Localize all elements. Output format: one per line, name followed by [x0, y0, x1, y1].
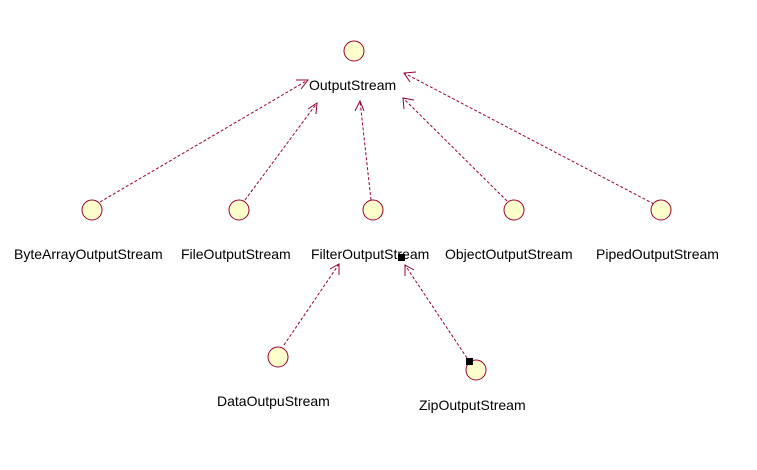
pipedoutputstream-interface-icon[interactable] [650, 199, 672, 221]
pipedoutputstream-label[interactable]: PipedOutputStream [596, 246, 719, 262]
edge-data-to-filteroutputstream [283, 263, 340, 346]
zipoutputstream-selection-handle[interactable] [466, 358, 473, 365]
dataoutpustream-interface-icon[interactable] [267, 346, 289, 368]
fileoutputstream-label[interactable]: FileOutputStream [181, 246, 291, 262]
objectoutputstream-label[interactable]: ObjectOutputStream [445, 246, 573, 262]
edge-piped-to-outputstream [403, 71, 655, 205]
bytearrayoutputstream-interface-icon[interactable] [81, 199, 103, 221]
outputstream-label[interactable]: OutputStream [309, 77, 396, 93]
nodes [81, 40, 672, 381]
edge-object-to-outputstream [402, 97, 508, 202]
edge-file-to-outputstream [244, 102, 318, 201]
edge-bytearray-to-outputstream [99, 79, 310, 203]
outputstream-interface-icon[interactable] [343, 40, 365, 62]
dataoutpustream-label[interactable]: DataOutpuStream [217, 393, 330, 409]
labels: OutputStream ByteArrayOutputStream FileO… [14, 77, 719, 413]
edge-zip-to-filteroutputstream [404, 264, 468, 359]
selection-handles [398, 254, 473, 365]
filteroutputstream-label[interactable]: FilterOutputStream [311, 246, 429, 262]
bytearrayoutputstream-label[interactable]: ByteArrayOutputStream [14, 246, 163, 262]
zipoutputstream-label[interactable]: ZipOutputStream [419, 397, 526, 413]
edges [99, 71, 655, 359]
filteroutputstream-selection-handle[interactable] [398, 254, 405, 261]
edge-filter-to-outputstream [354, 99, 372, 201]
filteroutputstream-interface-icon[interactable] [362, 199, 384, 221]
fileoutputstream-interface-icon[interactable] [228, 199, 250, 221]
objectoutputstream-interface-icon[interactable] [503, 199, 525, 221]
